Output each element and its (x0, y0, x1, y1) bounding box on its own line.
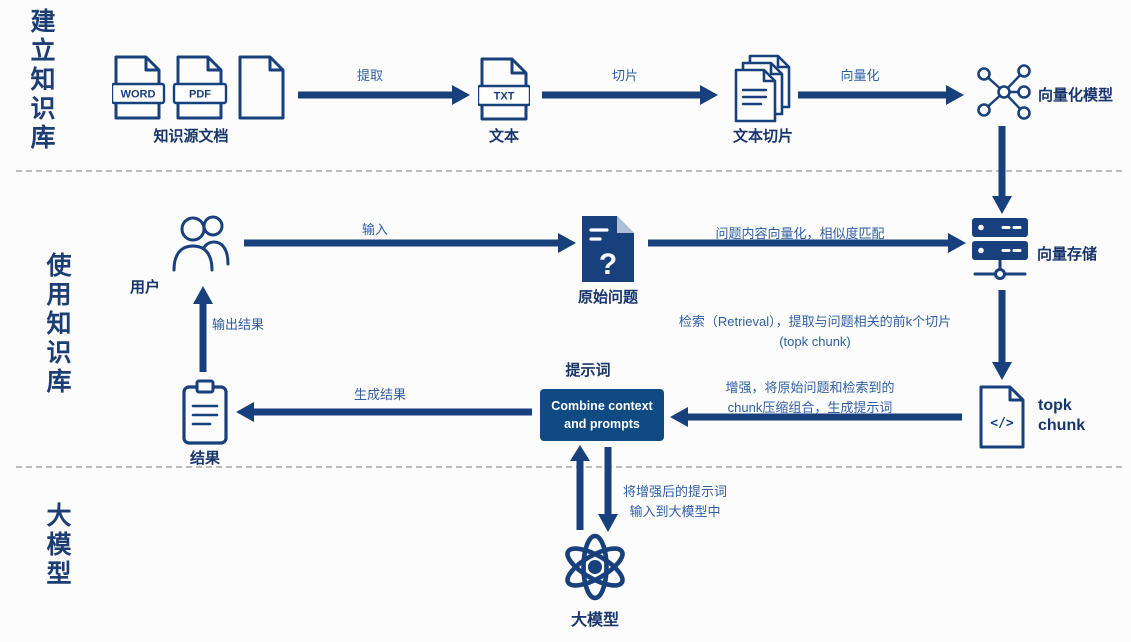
section-label-llm: 大模型 (43, 502, 71, 589)
edge-label-match: 问题内容向量化，相似度匹配 (715, 226, 885, 241)
prompt-caption: 提示词 (565, 362, 611, 379)
edge-label-retrieval: 检索（Retrieval），提取与问题相关的前k个切片 (topk chunk) (678, 314, 952, 349)
arrow-vectorize (798, 85, 964, 105)
question-mark-glyph: ? (599, 248, 617, 281)
arrow-slice (542, 85, 718, 105)
edge-label-extract: 提取 (356, 68, 383, 83)
edge-label-input: 输入 (361, 222, 388, 237)
pdf-badge-label: PDF (189, 89, 211, 101)
section-label-build-kb: 建立知识库 (27, 8, 55, 153)
edge-label-generate: 生成结果 (353, 387, 406, 402)
source-documents-caption: 知识源文档 (153, 128, 229, 145)
large-model-icon (565, 533, 625, 601)
vector-store-icon (972, 218, 1028, 280)
edge-label-feed-model: 将增强后的提示词 输入到大模型中 (622, 484, 727, 519)
arrow-extract (298, 85, 470, 105)
edge-label-augment: 增强，将原始问题和检索到的 chunk压缩组合，生成提示词 (725, 380, 895, 415)
arrow-output (193, 286, 213, 372)
vector-store-caption: 向量存储 (1037, 246, 1098, 263)
user-icon (172, 215, 230, 272)
user-caption: 用户 (129, 279, 160, 296)
original-question-icon: ? (582, 216, 634, 282)
result-icon (182, 379, 228, 445)
txt-badge-label: TXT (494, 91, 515, 103)
arrow-model-to-store (992, 126, 1012, 214)
text-file-caption: 文本 (488, 128, 519, 145)
edge-label-slice: 切片 (611, 68, 638, 83)
embedding-model-icon (977, 64, 1031, 120)
text-chunks-icon (734, 54, 791, 123)
edge-label-vectorize: 向量化 (840, 68, 880, 83)
original-question-caption: 原始问题 (577, 289, 638, 306)
arrow-store-to-topk (992, 290, 1012, 380)
result-caption: 结果 (189, 450, 220, 467)
edge-label-output: 输出结果 (212, 317, 265, 332)
pdf-badge: PDF (172, 82, 228, 105)
section-label-use-kb: 使用知识库 (43, 252, 71, 397)
word-badge: WORD (112, 82, 166, 105)
large-model-caption: 大模型 (570, 612, 619, 629)
text-file-icon: TXT (478, 57, 530, 121)
arrow-model-to-prompt (570, 445, 590, 530)
source-documents-icon: WORD PDF (112, 55, 285, 120)
topk-chunk-icon: </> (979, 385, 1025, 449)
embedding-model-caption: 向量化模型 (1038, 87, 1114, 104)
arrow-generate (236, 402, 532, 422)
code-glyph: </> (990, 416, 1014, 431)
text-chunks-caption: 文本切片 (732, 128, 793, 145)
combine-context-box: Combine context and prompts (540, 389, 664, 441)
topk-chunk-caption: topk chunk (1038, 397, 1086, 434)
word-badge-label: WORD (121, 89, 156, 101)
